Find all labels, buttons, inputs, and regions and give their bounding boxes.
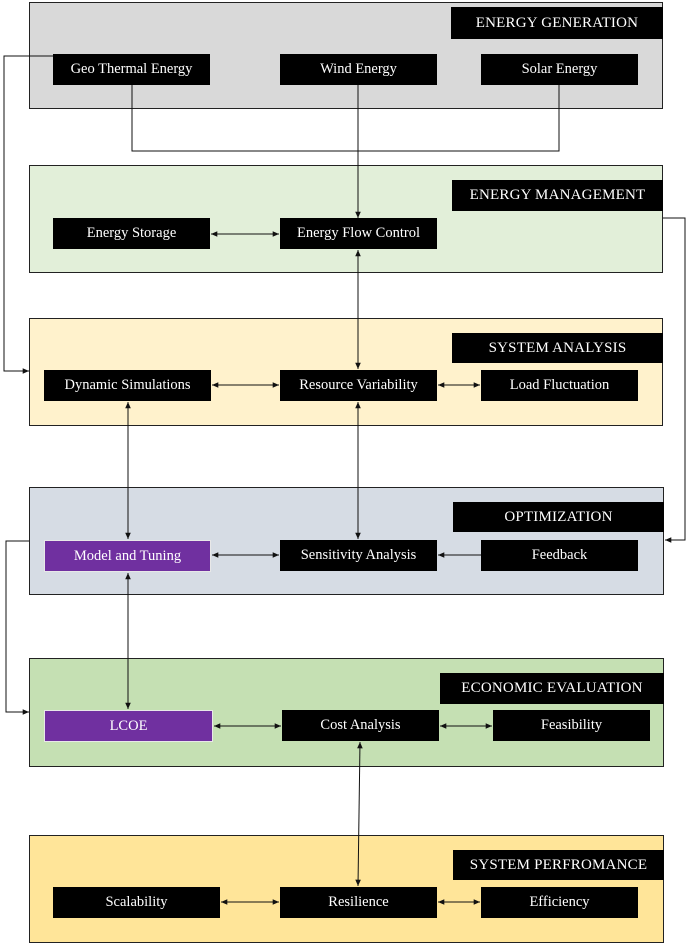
energy-generation-title: ENERGY GENERATION: [451, 7, 663, 39]
economic-evaluation-title: ECONOMIC EVALUATION: [440, 673, 664, 704]
geothermal-energy-node: Geo Thermal Energy: [53, 54, 210, 85]
system-performance-title: SYSTEM PERFROMANCE: [453, 850, 664, 880]
wind-energy-node: Wind Energy: [280, 54, 437, 85]
feasibility-node: Feasibility: [493, 710, 650, 741]
system-analysis-title: SYSTEM ANALYSIS: [452, 333, 663, 363]
cost-analysis-node: Cost Analysis: [282, 710, 439, 741]
load-fluctuation-node: Load Fluctuation: [481, 370, 638, 401]
management-feedback-arrow: [663, 217, 686, 543]
solar-energy-node: Solar Energy: [481, 54, 638, 85]
resilience-node: Resilience: [280, 887, 437, 918]
energy-storage-node: Energy Storage: [53, 218, 210, 249]
energy-flow-control-node: Energy Flow Control: [280, 218, 437, 249]
scalability-node: Scalability: [53, 887, 220, 918]
dynamic-simulations-node: Dynamic Simulations: [44, 370, 211, 401]
model-and-tuning-node: Model and Tuning: [44, 540, 211, 572]
efficiency-node: Efficiency: [481, 887, 638, 918]
sensitivity-analysis-node: Sensitivity Analysis: [280, 540, 437, 571]
optimization-economic-arrow: [5, 540, 29, 715]
feedback-node: Feedback: [481, 540, 638, 571]
energy-management-title: ENERGY MANAGEMENT: [452, 180, 663, 211]
lcoe-node: LCOE: [44, 710, 213, 742]
optimization-title: OPTIMIZATION: [453, 502, 664, 532]
resource-variability-node: Resource Variability: [280, 370, 437, 401]
